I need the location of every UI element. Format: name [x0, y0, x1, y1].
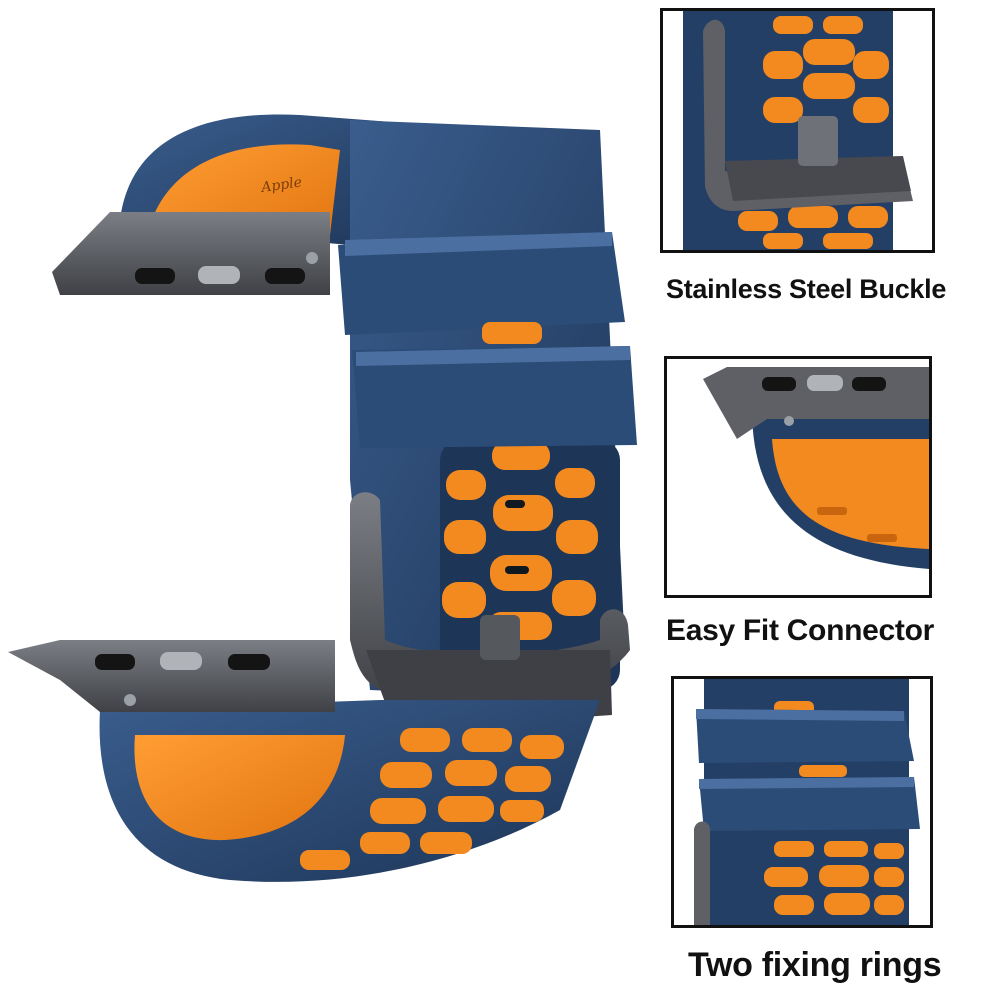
buckle-detail-panel [660, 8, 935, 253]
buckle-caption: Stainless Steel Buckle [666, 274, 947, 304]
perforation-pattern [442, 442, 598, 640]
rings-icon [694, 679, 920, 925]
connector-caption: Easy Fit Connector [666, 614, 934, 647]
fixing-rings [338, 232, 637, 448]
watch-band-image: Apple [8, 114, 637, 882]
rings-detail-panel [671, 676, 933, 928]
rings-caption: Two fixing rings [688, 946, 942, 984]
buckle-icon [683, 11, 913, 250]
bottom-lug-connector [8, 640, 335, 712]
connector-detail-panel [664, 356, 932, 598]
lower-strap [99, 700, 601, 882]
connector-icon [703, 367, 929, 569]
emblem-text: Apple [258, 174, 303, 196]
top-lug-connector [52, 212, 330, 295]
